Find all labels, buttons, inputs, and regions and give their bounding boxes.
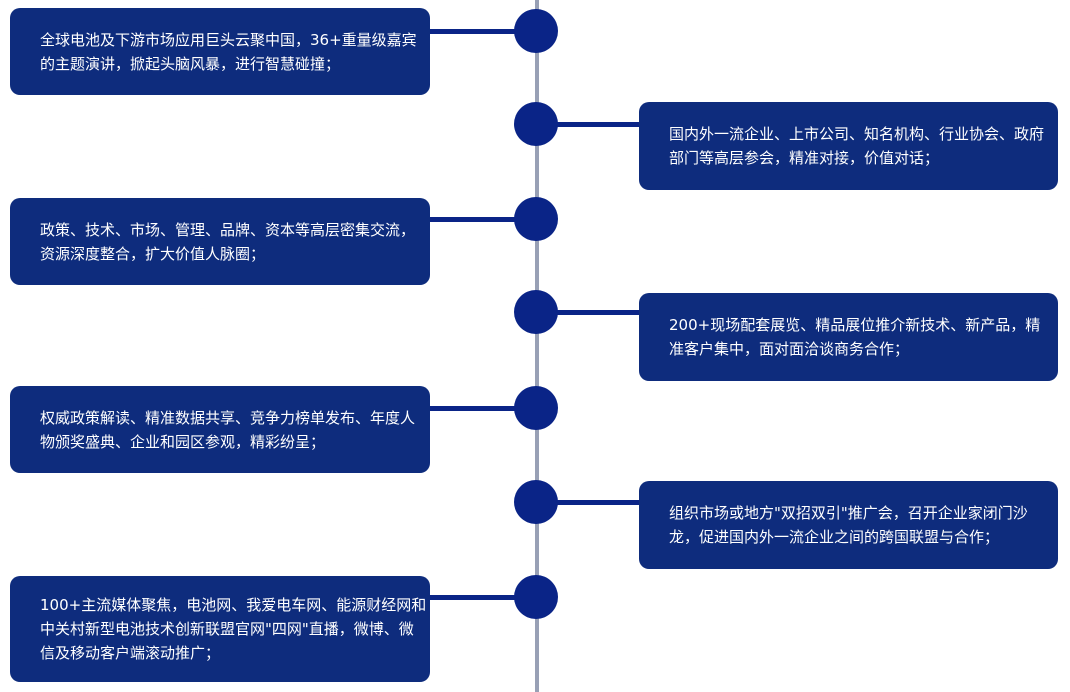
timeline-node	[514, 197, 558, 241]
connector-line	[425, 217, 536, 222]
card-text-line: 200+现场配套展览、精品展位推介新技术、新产品，精	[669, 316, 1041, 334]
connector-line	[536, 122, 641, 127]
timeline-card-attendees: 国内外一流企业、上市公司、知名机构、行业协会、政府 部门等高层参会，精准对接，价…	[639, 102, 1058, 190]
timeline-card-exhibition: 200+现场配套展览、精品展位推介新技术、新产品，精 准客户集中，面对面洽谈商务…	[639, 293, 1058, 381]
connector-line	[536, 500, 641, 505]
timeline-card-activities: 权威政策解读、精准数据共享、竞争力榜单发布、年度人 物颁奖盛典、企业和园区参观，…	[10, 386, 430, 473]
timeline-node	[514, 102, 558, 146]
timeline-card-media: 100+主流媒体聚焦，电池网、我爱电车网、能源财经网和 中关村新型电池技术创新联…	[10, 576, 430, 682]
timeline-card-promotion: 组织市场或地方"双招双引"推广会，召开企业家闭门沙 龙，促进国内外一流企业之间的…	[639, 481, 1058, 569]
timeline-card-networking: 政策、技术、市场、管理、品牌、资本等高层密集交流， 资源深度整合，扩大价值人脉圈…	[10, 198, 430, 285]
card-text-line: 部门等高层参会，精准对接，价值对话；	[669, 149, 940, 167]
connector-line	[536, 310, 641, 315]
card-text-line: 龙，促进国内外一流企业之间的跨国联盟与合作；	[669, 528, 1000, 546]
connector-line	[425, 595, 536, 600]
card-text-line: 100+主流媒体聚焦，电池网、我爱电车网、能源财经网和	[40, 596, 427, 614]
timeline-node	[514, 386, 558, 430]
card-text-line: 政策、技术、市场、管理、品牌、资本等高层密集交流，	[40, 220, 416, 239]
card-text-line: 组织市场或地方"双招双引"推广会，召开企业家闭门沙	[669, 504, 1028, 522]
timeline-card-speakers: 全球电池及下游市场应用巨头云聚中国，36+重量级嘉宾 的主题演讲，掀起头脑风暴，…	[10, 8, 430, 95]
card-text-line: 国内外一流企业、上市公司、知名机构、行业协会、政府	[669, 125, 1045, 143]
card-text-line: 全球电池及下游市场应用巨头云聚中国，36+重量级嘉宾	[40, 30, 417, 49]
timeline-node	[514, 290, 558, 334]
connector-line	[425, 406, 536, 411]
timeline-axis-line	[535, 0, 539, 692]
card-text-line: 权威政策解读、精准数据共享、竞争力榜单发布、年度人	[40, 408, 416, 427]
card-text-line: 中关村新型电池技术创新联盟官网"四网"直播，微博、微	[40, 620, 414, 638]
card-text-line: 准客户集中，面对面洽谈商务合作；	[669, 340, 910, 358]
card-text-line: 的主题演讲，掀起头脑风暴，进行智慧碰撞；	[40, 54, 341, 73]
card-text-line: 资源深度整合，扩大价值人脉圈；	[40, 244, 266, 263]
connector-line	[425, 29, 536, 34]
timeline-node	[514, 575, 558, 619]
timeline-node	[514, 9, 558, 53]
card-text-line: 物颁奖盛典、企业和园区参观，精彩纷呈；	[40, 432, 326, 451]
timeline-node	[514, 480, 558, 524]
card-text-line: 信及移动客户端滚动推广；	[40, 644, 221, 662]
